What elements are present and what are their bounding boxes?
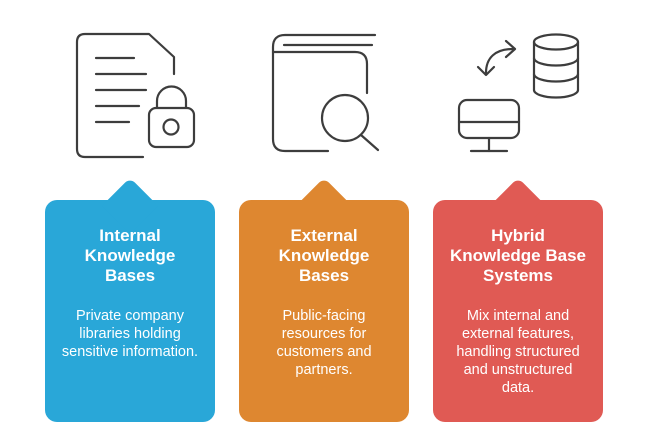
icon-wrap-external (239, 0, 409, 200)
card-content-external: External Knowledge Bases Public-facing r… (253, 226, 395, 379)
card-external: External Knowledge Bases Public-facing r… (239, 177, 409, 422)
card-title-internal: Internal Knowledge Bases (84, 226, 176, 285)
card-description-hybrid: Mix internal and external features, hand… (456, 308, 580, 396)
card-description-external: Public-facing resources for customers an… (276, 308, 372, 378)
card-internal: Internal Knowledge Bases Private company… (45, 177, 215, 422)
icon-wrap-internal (45, 0, 215, 200)
card-title-hybrid: Hybrid Knowledge Base Systems (449, 226, 587, 285)
card-hybrid: Hybrid Knowledge Base Systems Mix intern… (433, 177, 603, 422)
data-sync-icon (457, 33, 580, 153)
card-title-external: External Knowledge Bases (278, 226, 370, 285)
card-description-internal: Private company libraries holding sensit… (61, 308, 199, 360)
column-external: External Knowledge Bases Public-facing r… (239, 0, 409, 422)
document-lock-icon (75, 32, 196, 159)
card-content-hybrid: Hybrid Knowledge Base Systems Mix intern… (447, 226, 589, 397)
column-internal: Internal Knowledge Bases Private company… (45, 0, 215, 422)
icon-wrap-hybrid (433, 0, 603, 200)
column-hybrid: Hybrid Knowledge Base Systems Mix intern… (433, 0, 603, 422)
book-search-icon (271, 33, 380, 153)
card-content-internal: Internal Knowledge Bases Private company… (59, 226, 201, 361)
knowledge-bases-diagram: Internal Knowledge Bases Private company… (45, 0, 603, 422)
